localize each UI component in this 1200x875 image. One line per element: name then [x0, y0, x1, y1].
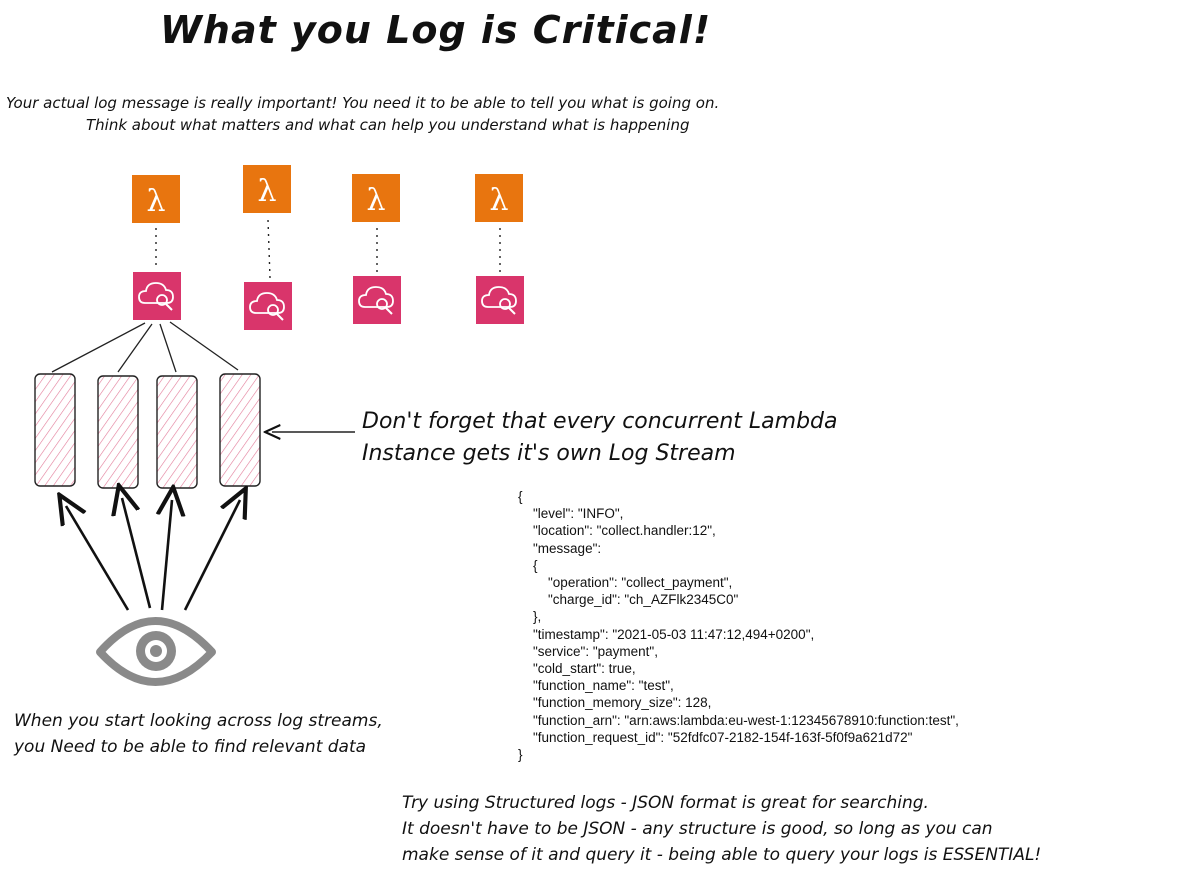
json-line: "level": "INFO",: [518, 506, 624, 522]
json-line: {: [518, 557, 538, 573]
intro-line-1: Your actual log message is really import…: [6, 94, 720, 112]
log-stream: [156, 375, 198, 489]
json-line: "timestamp": "2021-05-03 11:47:12,494+02…: [518, 626, 815, 642]
log-stream-note-line-1: Don't forget that every concurrent Lambd…: [362, 409, 838, 434]
json-line: "message":: [518, 540, 602, 556]
intro-text: Your actual log message is really import…: [6, 92, 906, 136]
lambda-icon: λ: [132, 175, 180, 223]
fan-out-lines: [51, 321, 239, 373]
search-note-line-1: When you start looking across log stream…: [14, 711, 383, 731]
eye-icon: [96, 617, 216, 686]
eye-arrows: [66, 498, 240, 611]
search-note-line-2: you Need to be able to find relevant dat…: [14, 737, 367, 757]
cloudwatch-logs-icon: [476, 276, 524, 324]
log-stream: [219, 373, 261, 487]
log-stream-note: Don't forget that every concurrent Lambd…: [362, 406, 838, 470]
json-line: "function_name": "test",: [518, 678, 674, 694]
json-line: {: [518, 489, 523, 504]
structured-logs-note: Try using Structured logs - JSON format …: [402, 790, 1041, 868]
cloudwatch-logs-icon: [133, 272, 181, 320]
lambda-glyph: λ: [366, 183, 385, 218]
json-line: }: [518, 747, 523, 763]
intro-line-2: Think about what matters and what can he…: [86, 116, 690, 134]
json-line: "charge_id": "ch_AZFlk2345C0": [518, 592, 739, 608]
structured-note-line-2: It doesn't have to be JSON - any structu…: [402, 819, 993, 839]
log-stream-note-line-2: Instance gets it's own Log Stream: [362, 441, 736, 466]
json-line: "service": "payment",: [518, 643, 658, 659]
structured-note-line-1: Try using Structured logs - JSON format …: [402, 793, 929, 813]
cloudwatch-logs-icon: [353, 276, 401, 324]
json-line: "function_arn": "arn:aws:lambda:eu-west-…: [518, 712, 959, 728]
json-line: "operation": "collect_payment",: [518, 575, 733, 591]
lambda-icon: λ: [475, 174, 523, 222]
log-stream: [34, 373, 76, 487]
lambda-icon: λ: [352, 174, 400, 222]
search-note: When you start looking across log stream…: [14, 708, 383, 760]
json-line: },: [518, 609, 542, 625]
log-stream: [97, 375, 139, 489]
json-line: "cold_start": true,: [518, 661, 636, 677]
lambda-glyph: λ: [257, 174, 276, 209]
json-line: "function_request_id": "52fdfc07-2182-15…: [518, 729, 913, 745]
dotted-connectors: [155, 219, 501, 279]
lambda-glyph: λ: [489, 183, 508, 218]
json-line: "location": "collect.handler:12",: [518, 523, 716, 539]
lambda-icon: λ: [243, 165, 291, 213]
structured-note-line-3: make sense of it and query it - being ab…: [402, 845, 1042, 865]
cloudwatch-logs-icon: [244, 282, 292, 330]
lambda-glyph: λ: [146, 184, 165, 219]
json-line: "function_memory_size": 128,: [518, 695, 712, 711]
page-title: What you Log is Critical!: [160, 8, 712, 52]
json-log-example: { "level": "INFO", "location": "collect.…: [518, 488, 959, 763]
